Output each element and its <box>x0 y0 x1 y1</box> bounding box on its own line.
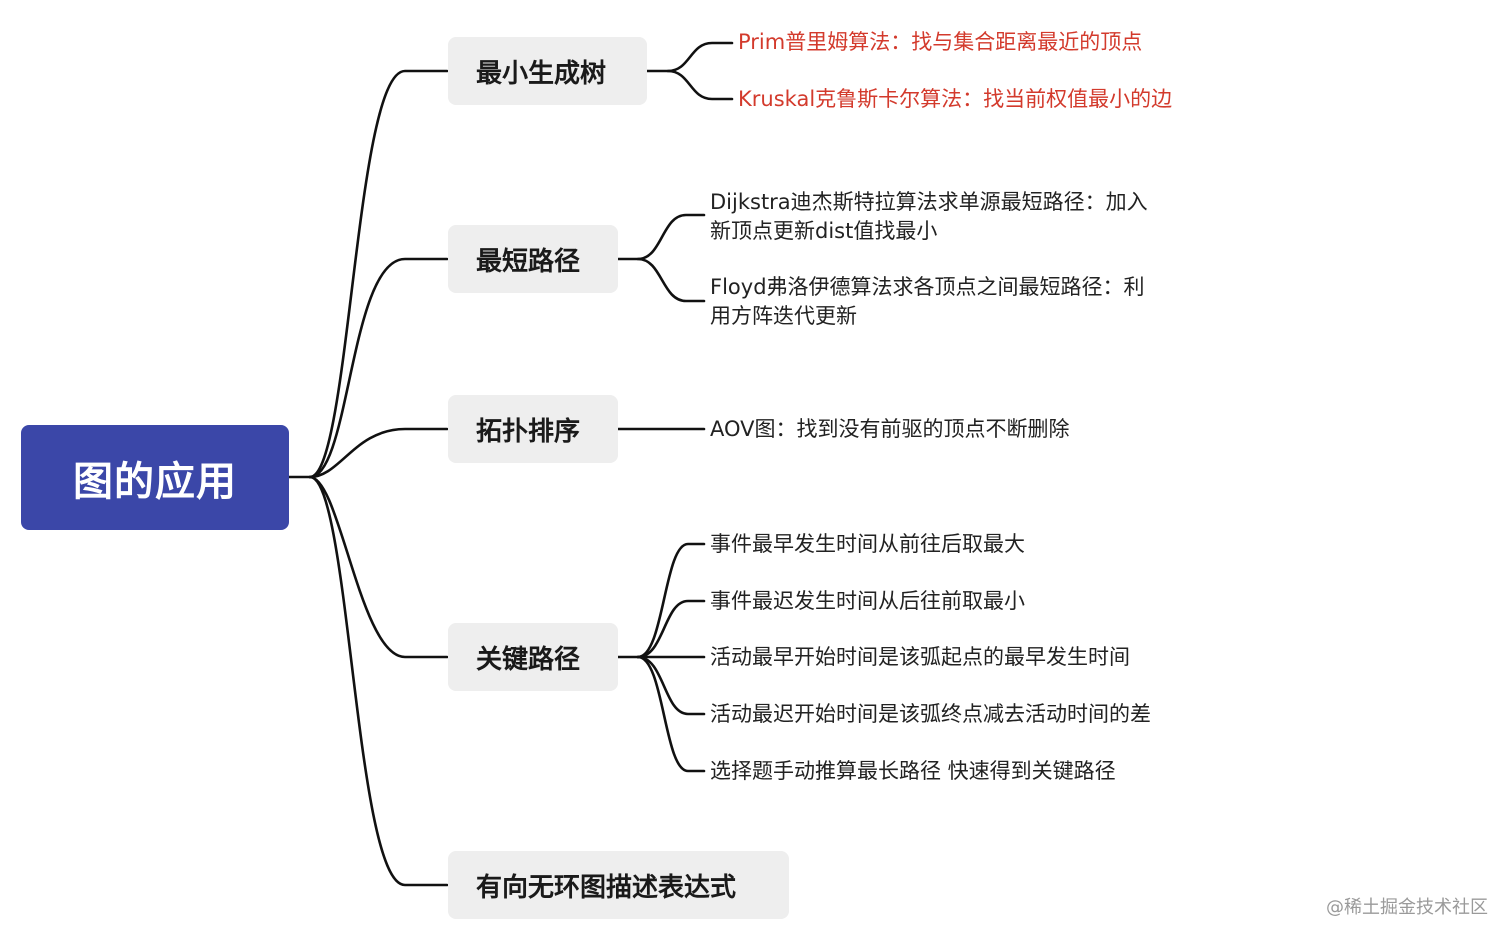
branch-label: 最短路径 <box>476 246 581 277</box>
connector-critical-4 <box>636 655 706 716</box>
leaf-dijkstra: Dijkstra迪杰斯特拉算法求单源最短路径：加入 新顶点更新dist值找最小 <box>710 188 1148 246</box>
watermark: @稀土掘金技术社区 <box>1326 897 1488 918</box>
connector-shortest-dijkstra <box>616 213 706 261</box>
leaf-prim: Prim普里姆算法：找与集合距离最近的顶点 <box>738 30 1143 54</box>
leaf-critical-3: 活动最早开始时间是该弧起点的最早发生时间 <box>710 645 1130 669</box>
leaf-critical-2: 事件最迟发生时间从后往前取最小 <box>710 589 1025 613</box>
leaf-aov: AOV图：找到没有前驱的顶点不断删除 <box>710 417 1070 441</box>
branch-label: 最小生成树 <box>476 58 607 89</box>
branch-label: 关键路径 <box>476 644 581 675</box>
leaf-line: 用方阵迭代更新 <box>710 304 857 328</box>
leaf-kruskal: Kruskal克鲁斯卡尔算法：找当前权值最小的边 <box>738 87 1173 111</box>
leaf-critical-5: 选择题手动推算最长路径 快速得到关键路径 <box>710 759 1116 783</box>
connector-root-dag <box>308 475 449 887</box>
branch-shortest-path: 最短路径 <box>448 225 618 293</box>
branch-label: 拓扑排序 <box>476 416 581 447</box>
connector-critical-5 <box>636 655 706 773</box>
root-label: 图的应用 <box>73 458 237 505</box>
branch-dag-expression: 有向无环图描述表达式 <box>448 851 789 919</box>
connector-critical-2 <box>636 599 706 659</box>
leaf-line: 新顶点更新dist值找最小 <box>710 219 938 243</box>
connector-mst-kruskal <box>666 69 734 101</box>
leaf-line: Floyd弗洛伊德算法求各顶点之间最短路径：利 <box>710 275 1145 299</box>
leaf-line: Dijkstra迪杰斯特拉算法求单源最短路径：加入 <box>710 190 1148 214</box>
connector-root-mst <box>308 69 449 479</box>
leaf-critical-4: 活动最迟开始时间是该弧终点减去活动时间的差 <box>710 702 1151 726</box>
connector-mst-prim <box>645 41 734 73</box>
connector-root-critical <box>308 475 449 659</box>
root-node: 图的应用 <box>21 425 289 530</box>
connector-shortest-floyd <box>636 257 706 303</box>
connector-root-shortest <box>308 257 449 479</box>
branch-critical-path: 关键路径 <box>448 623 618 691</box>
leaf-critical-1: 事件最早发生时间从前往后取最大 <box>710 532 1025 556</box>
leaf-floyd: Floyd弗洛伊德算法求各顶点之间最短路径：利 用方阵迭代更新 <box>710 273 1145 331</box>
branch-topological-sort: 拓扑排序 <box>448 395 618 463</box>
branch-minimum-spanning-tree: 最小生成树 <box>448 37 647 105</box>
connector-root-topo <box>308 427 449 479</box>
branch-label: 有向无环图描述表达式 <box>476 872 737 903</box>
